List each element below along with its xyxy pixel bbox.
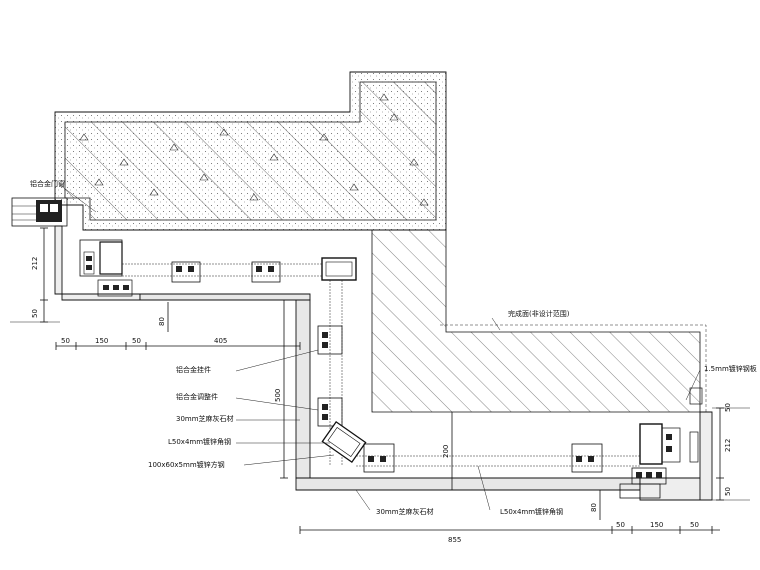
right-dimensions [299, 407, 750, 534]
dim-50a: 50 [61, 337, 70, 345]
label-finish-surface: 完成面(非设计范围) [508, 309, 570, 318]
dim-r50a: 50 [616, 521, 625, 529]
dim-r80: 80 [590, 503, 598, 512]
label-stone-bottom: 30mm芝麻灰石材 [376, 507, 434, 516]
dim-r50d: 50 [724, 403, 732, 412]
dim-80-left: 80 [158, 317, 166, 326]
left-dimensions [10, 227, 301, 479]
dim-50-left: 50 [31, 309, 39, 318]
label-connector: 铝合金挂件 [176, 365, 211, 374]
lower-l-wall [371, 229, 707, 413]
label-angle-left: L50x4mm镀锌角钢 [168, 437, 231, 446]
dim-r150: 150 [650, 521, 663, 529]
dim-200: 200 [442, 445, 450, 458]
dim-150: 150 [95, 337, 108, 345]
left-brackets [79, 239, 367, 466]
bottom-brackets [356, 387, 703, 499]
stone-cladding [54, 225, 713, 501]
dim-212-left: 212 [31, 257, 39, 270]
label-adjuster: 铝合金调整件 [176, 392, 218, 401]
leader-lines [59, 184, 701, 511]
dim-r50b: 50 [690, 521, 699, 529]
dim-r212: 212 [724, 439, 732, 452]
dim-50b: 50 [132, 337, 141, 345]
label-rect-tube: 100x60x5mm镀锌方钢 [148, 460, 225, 469]
dim-r50c: 50 [724, 487, 732, 496]
label-stone-left: 30mm芝麻灰石材 [176, 414, 234, 423]
label-window: 铝合金门窗 [30, 179, 65, 188]
concrete-beam [54, 71, 447, 231]
dim-405: 405 [214, 337, 227, 345]
window-frame [11, 197, 68, 227]
label-angle-bottom: L50x4mm镀锌角钢 [500, 507, 563, 516]
label-steel-plate: 1.5mm镀锌钢板 [704, 364, 757, 373]
dim-855: 855 [448, 536, 461, 544]
dim-500: 500 [274, 389, 282, 402]
